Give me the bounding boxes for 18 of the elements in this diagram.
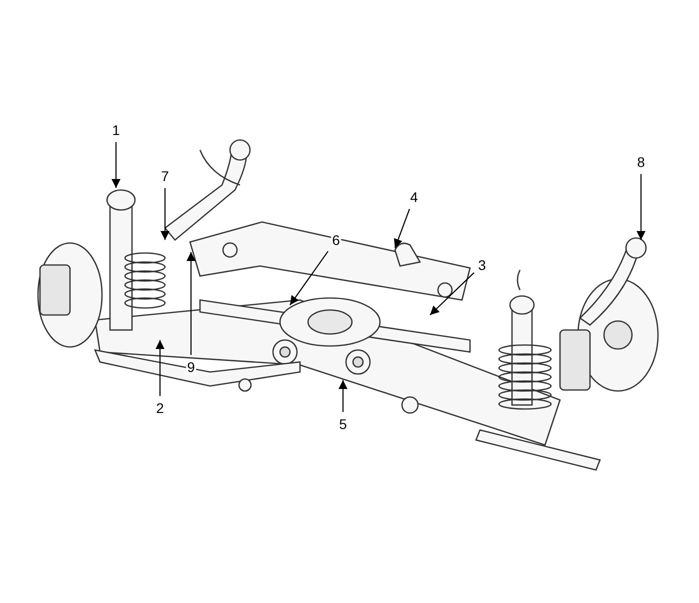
- callout-number: 2: [155, 400, 165, 416]
- leader-line: [156, 340, 164, 396]
- leader-line: [430, 272, 474, 316]
- leader-line: [338, 380, 348, 412]
- leader-line: [290, 250, 328, 306]
- callout-number: 5: [338, 416, 348, 432]
- leader-line: [636, 174, 646, 240]
- callout-number: 8: [636, 154, 646, 170]
- callout-number: 3: [477, 257, 487, 273]
- callout-number: 4: [409, 189, 419, 205]
- callout-number: 6: [331, 232, 341, 248]
- leader-line: [160, 188, 170, 240]
- leader-line: [394, 208, 410, 248]
- callout-number: 9: [186, 359, 196, 375]
- leader-line: [112, 142, 120, 188]
- leader-line: [186, 252, 196, 355]
- callout-number: 1: [111, 122, 121, 138]
- callout-number: 7: [160, 168, 170, 184]
